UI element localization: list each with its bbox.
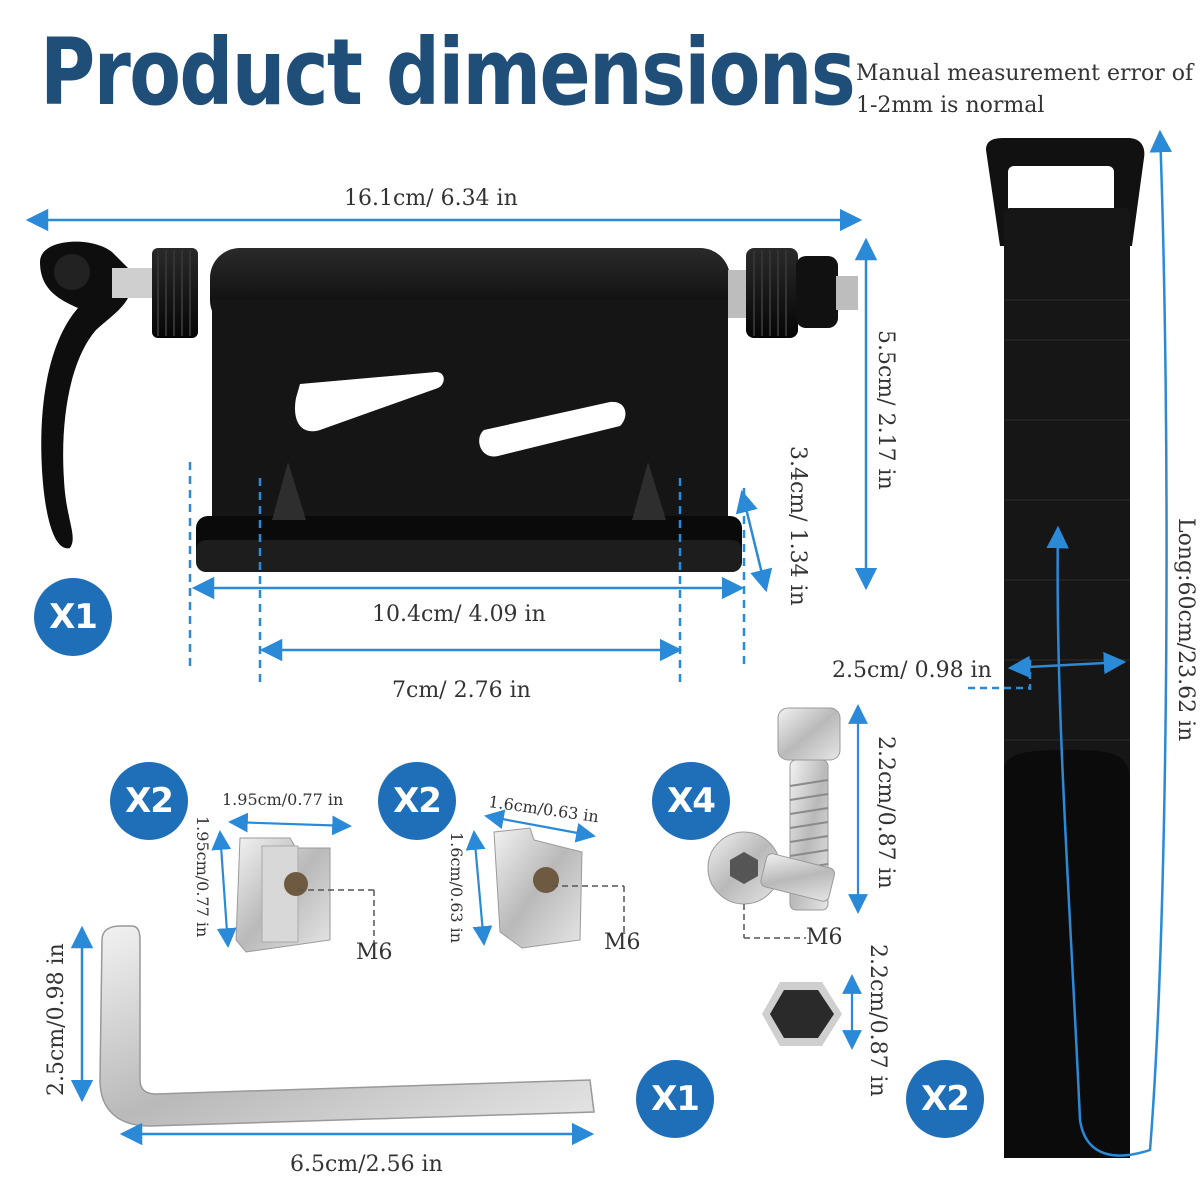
t-nut-large-height-label: 1.95cm/0.77 in [193,816,212,938]
measurement-note: Manual measurement error of 1-2mm is nor… [856,61,1194,118]
t-nut-large-illustration [235,837,331,953]
t-nut-small-illustration [493,827,583,949]
strap-dimension-lines [968,129,1172,1157]
allen-wrench-height-label: 2.5cm/0.98 in [44,943,69,1096]
mount-width-label: 16.1cm/ 6.34 in [344,186,518,211]
t-nut-small-dimension-lines [465,809,625,946]
mount-quantity-badge: X1 [34,578,112,656]
strap-width-label: 2.5cm/ 0.98 in [832,658,992,683]
strap-quantity-badge: X2 [906,1060,984,1138]
t-nut-large-quantity-badge: X2 [110,762,188,840]
t-nut-small-quantity-badge: X2 [378,762,456,840]
t-nut-large-dimension-lines [211,812,375,948]
fork-mount-illustration [40,241,858,572]
hex-key-size-label: 2.2cm/0.87 in [865,944,890,1097]
t-nut-small-height-label: 1.6cm/0.63 in [447,832,466,944]
t-nut-large-thread-label: M6 [356,940,393,965]
allen-wrench-illustration [99,925,595,1127]
t-nut-small-thread-label: M6 [604,930,641,955]
mount-inner-width-label: 7cm/ 2.76 in [392,678,531,703]
page-title: Product dimensions [40,19,856,126]
strap-illustration [986,138,1145,1158]
strap-length-label: Long:60cm/23.62 in [1173,518,1198,742]
bolts-length-label: 2.2cm/0.87 in [873,736,898,889]
bolts-quantity-badge: X4 [652,762,730,840]
bolts-illustration [707,707,841,911]
hex-key-icon [762,982,842,1046]
bolts-thread-label: M6 [806,925,843,950]
main-mount-dimension-lines [25,208,878,688]
mount-base-height-label: 3.4cm/ 1.34 in [785,446,810,606]
t-nut-large-width-label: 1.95cm/0.77 in [222,790,344,809]
allen-wrench-quantity-badge: X1 [636,1060,714,1138]
allen-wrench-dimension-lines [70,925,595,1146]
allen-wrench-length-label: 6.5cm/2.56 in [290,1152,443,1177]
mount-base-width-label: 10.4cm/ 4.09 in [372,602,546,627]
mount-height-label: 5.5cm/ 2.17 in [873,330,898,490]
bolts-dimension-lines [743,704,868,939]
